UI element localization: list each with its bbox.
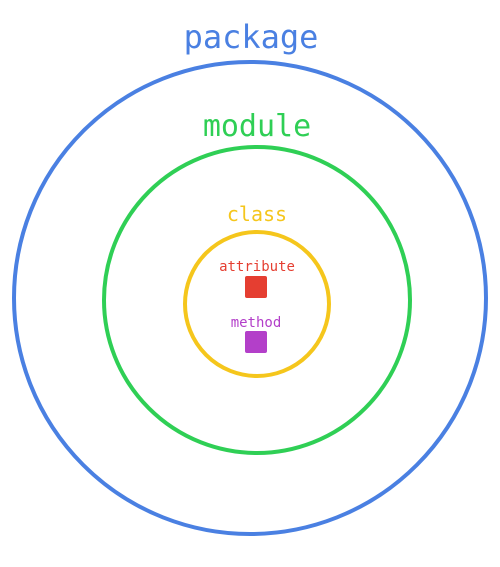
method-square bbox=[245, 331, 267, 353]
package-circle bbox=[12, 60, 488, 536]
attribute-label: attribute bbox=[219, 259, 295, 275]
module-label: module bbox=[203, 109, 311, 144]
module-circle bbox=[102, 145, 412, 455]
method-label: method bbox=[231, 315, 282, 331]
class-circle bbox=[183, 230, 331, 378]
class-label: class bbox=[227, 202, 287, 226]
attribute-square bbox=[245, 276, 267, 298]
package-label: package bbox=[184, 18, 319, 56]
